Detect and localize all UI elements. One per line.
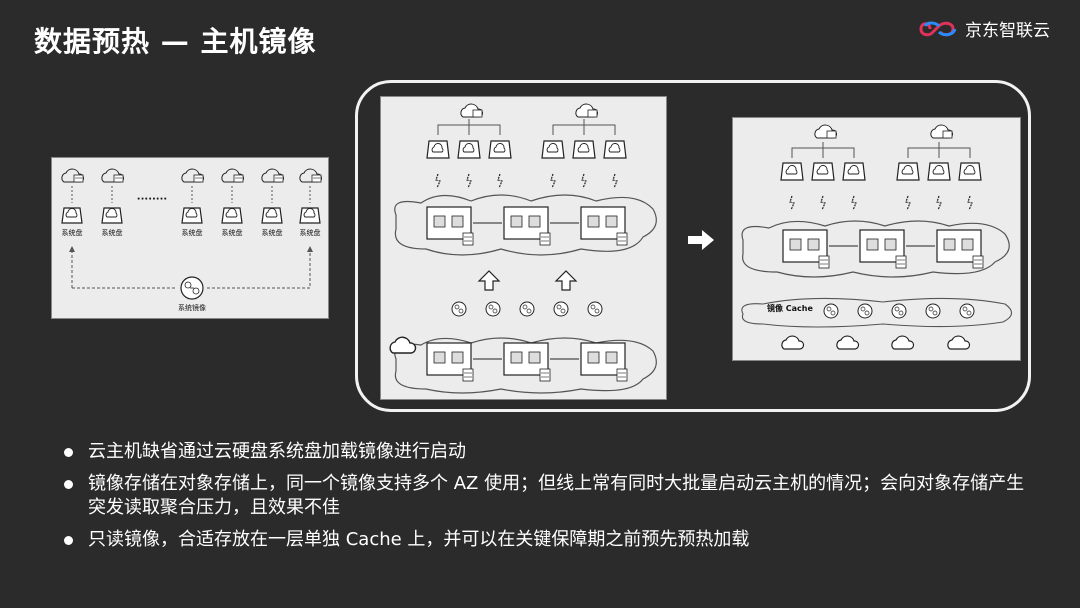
- before-diagram-graphic: [381, 97, 666, 399]
- image-icon: [926, 304, 940, 318]
- bullet-text: 镜像存储在对象存储上，同一个镜像支持多个 AZ 使用；但线上常有同时大批量启动云…: [88, 473, 1024, 518]
- cloud-server-icon: [300, 169, 322, 182]
- host-icon: [581, 343, 627, 381]
- transition-arrow-icon: [688, 230, 714, 254]
- disk-label: 系统盘: [52, 228, 92, 238]
- bullet-item: 只读镜像，合适存放在一层单独 Cache 上，并可以在关键保障期之前预先预热加载: [62, 528, 1042, 552]
- brand-name: 京东智联云: [965, 16, 1050, 41]
- cloud-server-icon: [931, 125, 953, 138]
- disk-icon: [781, 163, 803, 180]
- bullet-item: 镜像存储在对象存储上，同一个镜像支持多个 AZ 使用；但线上常有同时大批量启动云…: [62, 472, 1042, 520]
- image-label: 系统镜像: [170, 303, 214, 313]
- io-bolt-icon: [852, 196, 856, 210]
- object-storage-icon: [782, 336, 804, 349]
- cloud-server-icon: [102, 169, 124, 182]
- up-arrow-icon: [479, 271, 499, 290]
- disk-label: 系统盘: [212, 228, 252, 238]
- disk-icon: [843, 163, 865, 180]
- io-bolt-icon: [821, 196, 825, 210]
- io-bolt-icon: [968, 196, 972, 210]
- host-icon: [504, 343, 550, 381]
- io-bolt-icon: [613, 174, 617, 188]
- disk-icon: [542, 141, 564, 158]
- cache-label: 镜像 Cache: [767, 303, 813, 314]
- disk-label: 系统盘: [172, 228, 212, 238]
- bullet-dot-icon: [64, 536, 73, 545]
- system-disk-icon: [102, 208, 122, 223]
- disk-label: 系统盘: [290, 228, 330, 238]
- disk-icon: [959, 163, 981, 180]
- image-icon: [824, 304, 838, 318]
- image-icon: [554, 302, 568, 316]
- system-disk-icon: [182, 208, 202, 223]
- disk-icon: [573, 141, 595, 158]
- bullet-dot-icon: [64, 448, 73, 457]
- bullet-item: 云主机缺省通过云硬盘系统盘加载镜像进行启动: [62, 440, 1042, 464]
- object-storage-icon: [390, 337, 415, 353]
- system-disk-icon: [262, 208, 282, 223]
- cloud-server-icon: [62, 169, 84, 182]
- cloud-server-icon: [222, 169, 244, 182]
- bullet-list: 云主机缺省通过云硬盘系统盘加载镜像进行启动 镜像存储在对象存储上，同一个镜像支持…: [62, 440, 1042, 560]
- host-icon: [581, 207, 627, 245]
- bullet-text: 云主机缺省通过云硬盘系统盘加载镜像进行启动: [88, 441, 466, 462]
- io-bolt-icon: [937, 196, 941, 210]
- object-storage-icon: [948, 336, 970, 349]
- host-icon: [783, 230, 829, 268]
- bullet-text: 只读镜像，合适存放在一层单独 Cache 上，并可以在关键保障期之前预先预热加载: [88, 529, 749, 550]
- system-disk-icon: [300, 208, 320, 223]
- host-icon: [427, 207, 473, 245]
- host-icon: [504, 207, 550, 245]
- up-arrow-icon: [556, 271, 576, 290]
- object-storage-icon: [837, 336, 859, 349]
- disk-icon: [812, 163, 834, 180]
- io-bolt-icon: [551, 174, 555, 188]
- io-bolt-icon: [498, 174, 502, 188]
- cloud-server-icon: [576, 104, 598, 117]
- system-disk-icon: [222, 208, 242, 223]
- image-icon: [486, 302, 500, 316]
- io-bolt-icon: [467, 174, 471, 188]
- disk-icon: [604, 141, 626, 158]
- io-bolt-icon: [436, 174, 440, 188]
- image-icon: [960, 304, 974, 318]
- disk-icon: [928, 163, 950, 180]
- host-icon: [937, 230, 983, 268]
- left-diagram-graphic: [52, 158, 328, 318]
- cloud-server-icon: [182, 169, 204, 182]
- disk-icon: [458, 141, 480, 158]
- disk-label: 系统盘: [252, 228, 292, 238]
- host-icon: [427, 343, 473, 381]
- cloud-server-icon: [262, 169, 284, 182]
- image-icon: [520, 302, 534, 316]
- after-diagram: 镜像 Cache: [732, 117, 1021, 361]
- brand-logo: 京东智联云: [919, 16, 1050, 41]
- before-diagram: [380, 96, 667, 400]
- host-icon: [860, 230, 906, 268]
- system-image-icon: [181, 277, 203, 299]
- io-bolt-icon: [582, 174, 586, 188]
- io-bolt-icon: [790, 196, 794, 210]
- disk-icon: [427, 141, 449, 158]
- system-disk-icon: [62, 208, 82, 223]
- brand-infinity-icon: [919, 18, 959, 40]
- disk-label: 系统盘: [92, 228, 132, 238]
- after-diagram-graphic: [733, 118, 1020, 360]
- image-icon: [892, 304, 906, 318]
- slide-title: 数据预热 — 主机镜像: [34, 20, 317, 60]
- object-storage-icon: [892, 336, 914, 349]
- image-icon: [858, 304, 872, 318]
- ellipsis: ········: [130, 194, 174, 205]
- cloud-server-icon: [815, 125, 837, 138]
- disk-icon: [489, 141, 511, 158]
- cloud-server-icon: [461, 104, 483, 117]
- bullet-dot-icon: [64, 480, 73, 489]
- disk-icon: [897, 163, 919, 180]
- io-bolt-icon: [906, 196, 910, 210]
- image-icon: [452, 302, 466, 316]
- left-diagram: 系统盘 系统盘 系统盘 系统盘 系统盘 系统盘 ········ 系统镜像: [51, 157, 329, 319]
- image-icon: [588, 302, 602, 316]
